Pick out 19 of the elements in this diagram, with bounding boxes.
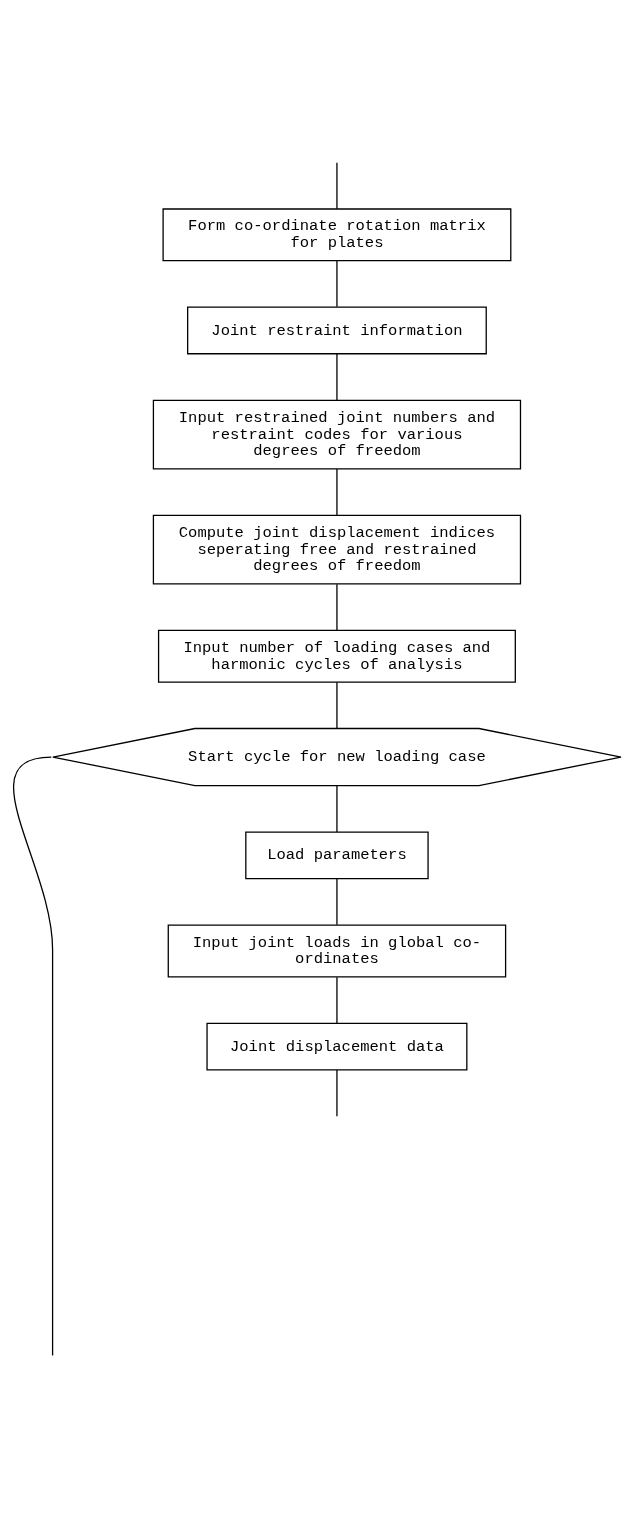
connector [336, 681, 338, 729]
node-box: Input restrained joint numbers and restraint codes for various degrees of freedom [152, 399, 522, 469]
connector [336, 161, 338, 209]
node-box: Joint restraint information [187, 306, 487, 354]
connector [336, 784, 338, 833]
node-box: Input number of loading cases and harmonic cycles of analysis [157, 629, 516, 683]
connector [336, 259, 338, 307]
node-box: Load parameters [245, 830, 429, 879]
node-box: Compute joint displacement indices seperating free and restrained degrees of freedom [152, 514, 522, 584]
connector [336, 1068, 338, 1117]
connector [12, 755, 54, 1356]
connector [336, 976, 338, 1024]
connector [336, 877, 338, 925]
connector [336, 352, 338, 401]
node-box: Input joint loads in global co-ordinates [167, 924, 507, 977]
node-box: Form co-ordinate rotation matrix for plates [162, 207, 512, 261]
connector [336, 583, 338, 631]
node-box: Joint displacement data [206, 1022, 468, 1071]
connector [336, 467, 338, 516]
